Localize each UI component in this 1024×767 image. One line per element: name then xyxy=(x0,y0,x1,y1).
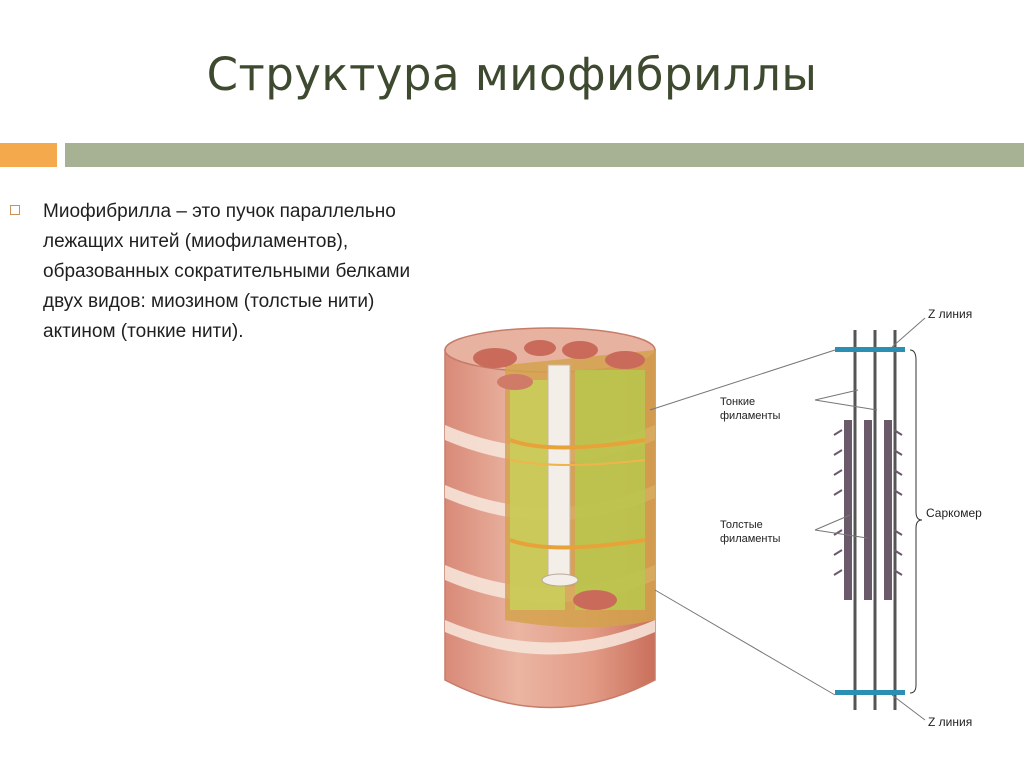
accent-bar xyxy=(0,143,57,167)
z-line-top-label: Z линия xyxy=(928,307,972,321)
cylinder-illustration xyxy=(444,327,656,709)
thick-filaments-label-1: Толстые xyxy=(720,519,763,531)
z-line-top xyxy=(835,347,905,352)
thin-filaments-label-2: филаменты xyxy=(720,410,781,422)
myofibril-figure: Z линия Тонкие филаменты Толстые филамен… xyxy=(444,307,982,729)
thick-filaments-label-2: филаменты xyxy=(720,533,781,545)
bullet-square-icon xyxy=(10,205,20,215)
thin-filaments-label-1: Тонкие xyxy=(720,396,755,408)
bullet-text: Миофибрилла – это пучок параллельно лежа… xyxy=(43,201,411,342)
z-line-bottom-label: Z линия xyxy=(928,715,972,729)
sarcomere-label: Саркомер xyxy=(926,506,982,520)
header-divider-bar xyxy=(65,143,1024,167)
z-line-bottom xyxy=(835,690,905,695)
sarcomere-diagram xyxy=(814,317,926,721)
slide-title: Структура миофибриллы xyxy=(206,48,818,101)
